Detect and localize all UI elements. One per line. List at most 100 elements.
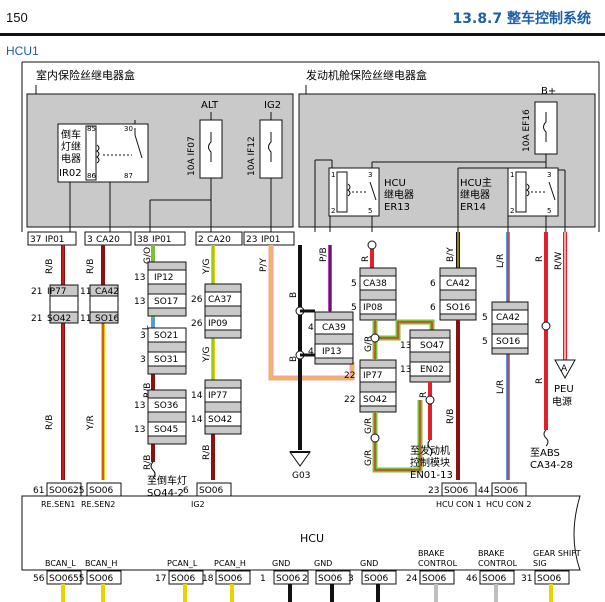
hcu-bottom-pin-label-2: CONTROL (478, 559, 518, 568)
dest-engine-ctrl-3: EN01-13 (410, 470, 453, 481)
hcu-bottom-pin-number: 46 (466, 574, 478, 584)
hcu-bottom-pin-name: SO06 (482, 574, 507, 584)
conn-c3a-name: IP12 (154, 273, 174, 283)
wire-w7a: P/B (319, 247, 329, 262)
wire-w1b: R/B (45, 415, 55, 430)
hcu-bottom-pin-label-2: SIG (533, 559, 547, 568)
hcu-relay-label-3: ER13 (384, 202, 410, 213)
wire-w9b: R/B (446, 409, 456, 424)
wire-w13: R (535, 378, 545, 384)
conn-m1-name: CA39 (322, 323, 346, 333)
conn-c1a-pin: 21 (31, 287, 42, 297)
svg-text:IP01: IP01 (45, 235, 65, 245)
wire-w11a: L/R (496, 254, 506, 268)
hcu-bottom-pin-name: SO06 (364, 574, 389, 584)
conn-c4c-name: IP77 (208, 391, 228, 401)
hcu-bottom-pin-name: SO06 (422, 574, 447, 584)
conn-c3e-pin: 13 (134, 401, 145, 411)
conn-r1-pin: 5 (351, 279, 357, 289)
hcu-relay-label-1: HCU (384, 178, 406, 189)
svg-text:1: 1 (331, 171, 335, 179)
conn-r4-pin: 22 (344, 395, 355, 405)
svg-text:IG2: IG2 (264, 100, 281, 111)
conn-r3-name: IP77 (363, 371, 383, 381)
conn-b1-name: CA42 (446, 279, 470, 289)
conn-r4-name: SO42 (363, 395, 387, 405)
svg-text:10A IF07: 10A IF07 (187, 136, 197, 176)
svg-text:倒车: 倒车 (61, 128, 81, 141)
hcu-top-pin-label: RE.SEN2 (81, 500, 115, 509)
wire-w14: R/W (554, 252, 564, 270)
svg-text:5: 5 (547, 207, 551, 215)
svg-text:37: 37 (30, 235, 41, 245)
hcu-bottom-pin-label: PCAN_L (167, 559, 198, 568)
wire-w11b: L/R (496, 380, 506, 394)
conn-c4d-pin: 14 (191, 415, 203, 425)
wire-w4b: Y/G (202, 346, 212, 363)
hcu-bottom-pin-number: 17 (155, 574, 166, 584)
svg-text:CA20: CA20 (207, 235, 231, 245)
header-rule (0, 33, 605, 36)
wire-w10: B/Y (446, 247, 456, 262)
dest-abs-1: 至ABS (530, 447, 560, 459)
conn-c4d-name: SO42 (208, 415, 232, 425)
conn-c4a-pin: 26 (191, 295, 203, 305)
conn-c3a-pin: 13 (134, 273, 145, 283)
hcu-bottom-pin-label: GND (360, 559, 378, 568)
hcu-bottom-pin-label: BRAKE (418, 549, 445, 558)
hcu-bottom-pin-label: GND (272, 559, 290, 568)
conn-c3d-name: SO31 (154, 355, 178, 365)
svg-text:3: 3 (547, 171, 551, 179)
dest-engine-ctrl-2: 控制模块 (410, 456, 450, 469)
conn-c2a-pin: 11 (80, 287, 91, 297)
hcu-main-relay: 1 2 3 5 (507, 167, 559, 217)
dest-peu-2: 电源 (552, 395, 572, 408)
hcu-bottom-pin-label: GEAR SHIFT (533, 549, 581, 558)
svg-text:2: 2 (510, 207, 514, 215)
conn-r3-pin: 22 (344, 371, 355, 381)
hcu-bottom-pin-label: BRAKE (478, 549, 505, 558)
svg-text:电器: 电器 (61, 152, 81, 165)
svg-text:IP01: IP01 (152, 235, 172, 245)
hcu-bottom-pin-label: GND (314, 559, 332, 568)
hcu-top-pin-name: SO06 (49, 486, 74, 496)
hcu-top-pin-label: HCU CON 2 (486, 500, 532, 509)
hcu-bottom-pin-name: SO06 (171, 574, 196, 584)
dest-reverse-lamp-conn: SO44-2 (147, 488, 184, 499)
svg-text:1: 1 (510, 171, 514, 179)
svg-text:10A IF12: 10A IF12 (247, 136, 257, 176)
conn-c3b-name: SO17 (154, 297, 178, 307)
hcu-top-pin-number: 23 (428, 486, 439, 496)
conn-c3f-pin: 13 (134, 425, 145, 435)
hcu-top-pin-number: 25 (73, 486, 84, 496)
hcu-bottom-pin-name: SO06 (276, 574, 301, 584)
wire-w9a: R (419, 392, 429, 398)
top-connector-row: 37 IP01 3 CA20 38 IP01 2 CA20 23 IP01 (27, 231, 295, 246)
conn-c4c-pin: 14 (191, 391, 203, 401)
hcu-main-relay-label-1: HCU主 (460, 177, 492, 189)
conn-c3d-pin: 3 (140, 355, 146, 365)
svg-text:2: 2 (331, 207, 335, 215)
hcu-bottom-pin-number: 2 (302, 574, 308, 584)
page-number: 150 (6, 10, 28, 25)
hcu-bottom-pin-number: 56 (33, 574, 45, 584)
conn-l2-pin: 5 (482, 337, 488, 347)
conn-c4b-name: IP09 (208, 319, 228, 329)
ground-icon (289, 451, 311, 467)
hcu-top-pin-number: 61 (33, 486, 44, 496)
conn-c3c-pin: 3 (140, 331, 146, 341)
conn-b2-name: SO16 (446, 303, 471, 313)
hcu-top-pin-number: 44 (478, 486, 490, 496)
conn-l1-name: CA42 (496, 313, 520, 323)
reverse-relay: 倒车 灯继 电器 IR02 85 86 30 87 (57, 123, 149, 183)
svg-text:23: 23 (246, 235, 257, 245)
conn-c1b-name: SO42 (47, 314, 71, 324)
